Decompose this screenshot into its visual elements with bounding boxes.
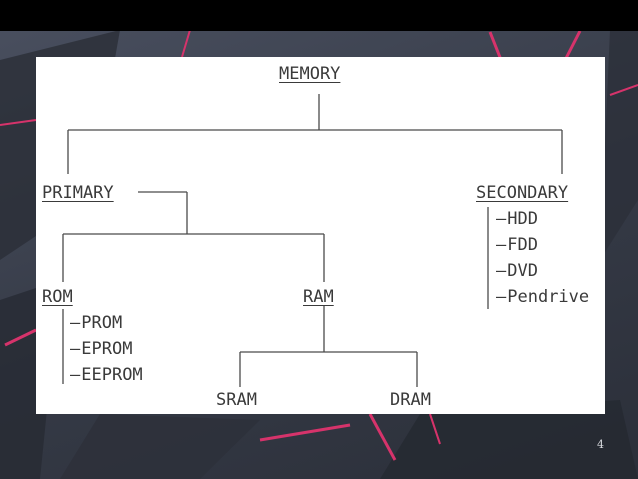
diagram-panel: MEMORY PRIMARY SECONDARY HDD FDD DVD Pen… xyxy=(36,57,605,414)
leaf-dvd: DVD xyxy=(496,261,538,281)
node-sram: SRAM xyxy=(216,390,257,410)
accent-streak xyxy=(429,413,441,445)
accent-streak xyxy=(4,328,37,347)
node-rom: ROM xyxy=(42,287,73,307)
node-memory: MEMORY xyxy=(279,64,341,84)
leaf-fdd: FDD xyxy=(496,235,538,255)
leaf-eeprom: EEPROM xyxy=(70,365,142,385)
accent-streak xyxy=(181,29,191,58)
leaf-prom: PROM xyxy=(70,313,122,333)
leaf-hdd: HDD xyxy=(496,209,538,229)
leaf-pendrive: Pendrive xyxy=(496,287,589,307)
leaf-eprom: EPROM xyxy=(70,339,132,359)
bg-shard xyxy=(60,414,260,479)
accent-streak xyxy=(368,413,397,461)
node-dram: DRAM xyxy=(390,390,431,410)
top-bar xyxy=(0,0,638,31)
bg-shard xyxy=(600,30,638,260)
accent-streak xyxy=(0,119,37,126)
node-ram: RAM xyxy=(303,287,334,307)
page-number: 4 xyxy=(597,438,604,451)
accent-streak xyxy=(259,423,351,442)
accent-streak xyxy=(609,84,638,96)
node-primary: PRIMARY xyxy=(42,183,114,203)
tree-connectors xyxy=(62,94,563,387)
node-secondary: SECONDARY xyxy=(476,183,569,203)
bg-shard xyxy=(380,400,638,479)
